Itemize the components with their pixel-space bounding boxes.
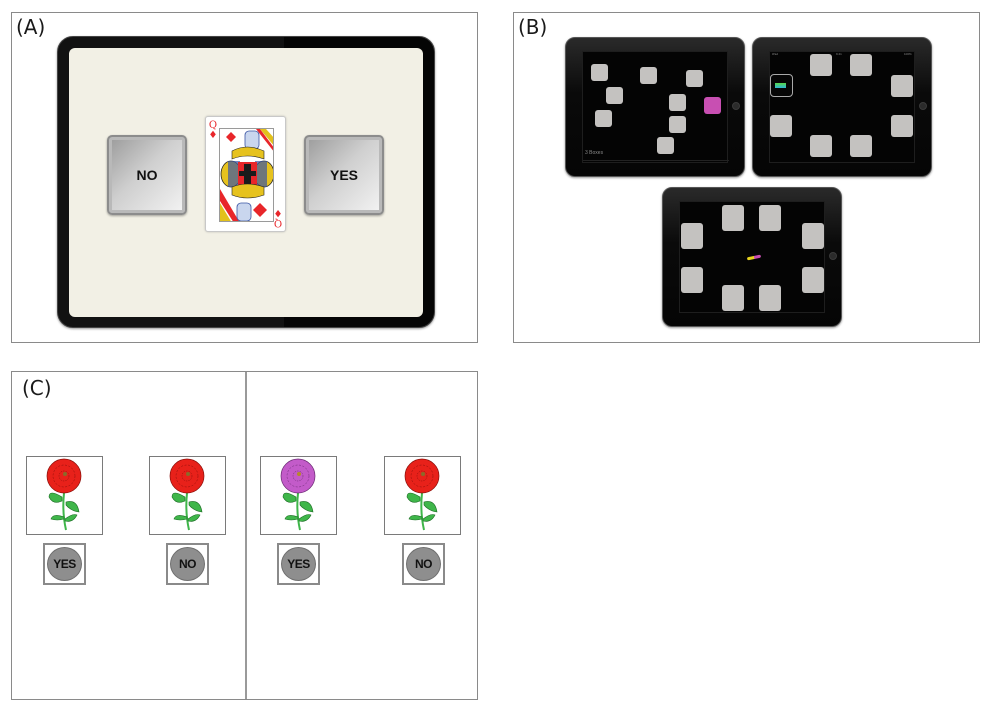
yes-button-label: YES — [281, 547, 316, 581]
flower-icon — [404, 458, 440, 531]
tablet-device: NO Q♦ — [57, 36, 435, 328]
box[interactable] — [810, 54, 832, 76]
tablet-1-screen: 3 Boxes — [582, 51, 729, 163]
panel-c-divider — [245, 372, 247, 699]
box[interactable] — [606, 87, 623, 104]
panel-b: (B) 3 Boxes iPad 9:41 100% — [513, 12, 980, 343]
box[interactable] — [802, 267, 824, 293]
flower-icon — [169, 458, 205, 531]
no-button[interactable]: NO — [107, 135, 187, 215]
tablet-2-screen: iPad 9:41 100% — [769, 51, 915, 163]
box[interactable] — [759, 285, 781, 311]
box[interactable] — [770, 115, 792, 137]
selected-box[interactable] — [770, 74, 793, 97]
status-bar-battery: 100% — [904, 52, 912, 56]
no-button-label: NO — [170, 547, 205, 581]
flower-stimulus-purple — [260, 456, 337, 535]
box[interactable] — [891, 75, 913, 97]
queen-figure-icon — [220, 129, 273, 221]
card-face-art — [219, 128, 274, 222]
panel-a: (A) NO Q♦ — [11, 12, 478, 343]
no-button[interactable]: NO — [402, 543, 445, 585]
boxes-count-caption: 3 Boxes — [585, 150, 604, 156]
box[interactable] — [850, 54, 872, 76]
card-rank-top: Q♦ — [208, 120, 218, 141]
flower-stimulus-red — [26, 456, 103, 535]
panel-c: (C) YES NO — [11, 371, 478, 700]
yes-button-label: YES — [329, 167, 358, 183]
box[interactable] — [681, 267, 703, 293]
box[interactable] — [669, 116, 686, 133]
panel-a-label: (A) — [16, 15, 46, 39]
box[interactable] — [850, 135, 872, 157]
status-bar-time: 9:41 — [836, 52, 842, 56]
home-button — [919, 102, 927, 110]
panel-c-label: (C) — [22, 376, 52, 400]
flower-icon — [280, 458, 316, 531]
card-rank-bottom: Q♦ — [273, 207, 283, 228]
tablet-screen: NO Q♦ — [69, 48, 423, 317]
home-button — [829, 252, 837, 260]
queen-of-diamonds-card: Q♦ — [205, 116, 286, 232]
box[interactable] — [891, 115, 913, 137]
status-bar-left: iPad — [772, 52, 779, 56]
box[interactable] — [802, 223, 824, 249]
home-button — [732, 102, 740, 110]
center-cue-icon — [746, 254, 762, 261]
yes-button[interactable]: YES — [43, 543, 86, 585]
no-button-label: NO — [406, 547, 441, 581]
box[interactable] — [595, 110, 612, 127]
box[interactable] — [681, 223, 703, 249]
box[interactable] — [669, 94, 686, 111]
box[interactable] — [722, 205, 744, 231]
box[interactable] — [657, 137, 674, 154]
tablet-1: 3 Boxes — [565, 37, 745, 177]
flower-icon — [46, 458, 82, 531]
yes-button-label: YES — [47, 547, 82, 581]
tablet-2: iPad 9:41 100% — [752, 37, 932, 177]
target-box-magenta[interactable] — [704, 97, 721, 114]
caption-divider — [583, 160, 729, 161]
yes-button[interactable]: YES — [277, 543, 320, 585]
tablet-3-screen — [679, 201, 825, 313]
box[interactable] — [686, 70, 703, 87]
box[interactable] — [810, 135, 832, 157]
box[interactable] — [722, 285, 744, 311]
panel-b-label: (B) — [518, 15, 548, 39]
tablet-3 — [662, 187, 842, 327]
box[interactable] — [640, 67, 657, 84]
no-button-label: NO — [136, 167, 158, 183]
box[interactable] — [759, 205, 781, 231]
no-button[interactable]: NO — [166, 543, 209, 585]
box[interactable] — [591, 64, 608, 81]
flower-stimulus-red — [384, 456, 461, 535]
reward-icon — [775, 83, 786, 88]
yes-button[interactable]: YES — [304, 135, 384, 215]
flower-stimulus-red — [149, 456, 226, 535]
